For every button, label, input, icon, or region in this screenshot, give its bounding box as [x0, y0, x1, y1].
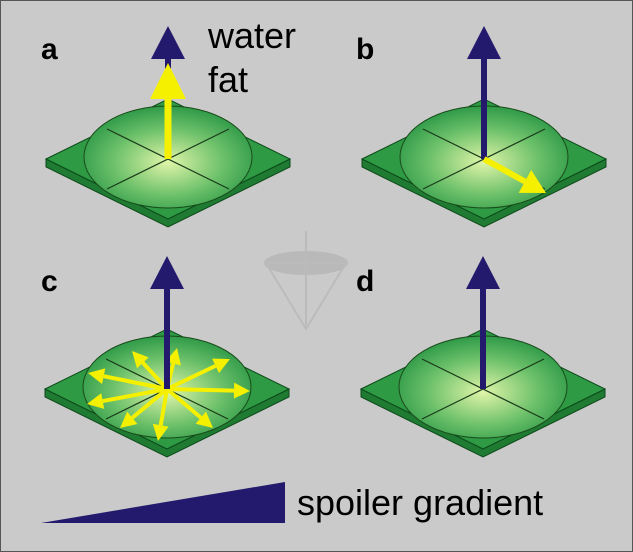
fat-arrow-shaft [482, 156, 527, 185]
spoiler-gradient-label: spoiler gradient [297, 482, 543, 523]
panel-c [43, 256, 291, 458]
legend-water: water [207, 15, 296, 56]
fat-arrow [165, 387, 213, 428]
panel-a [44, 26, 292, 228]
fat-arrow-shaft [165, 387, 203, 420]
fat-arrow-head [132, 351, 149, 369]
panel-label-a: a [41, 33, 58, 66]
water-arrow [150, 256, 184, 389]
fat-arrow [166, 382, 250, 399]
fat-arrow-shaft [166, 364, 217, 391]
fat-arrow-shaft [141, 361, 169, 391]
water-arrow [466, 256, 500, 389]
panel-b [360, 26, 608, 228]
panel-label-c: c [41, 265, 58, 298]
fat-arrow [166, 358, 230, 391]
fat-arrow-head [150, 63, 186, 99]
fat-arrow [132, 351, 169, 391]
watermark-icon [264, 231, 348, 331]
fat-arrow-shaft [102, 387, 168, 404]
water-arrow [467, 26, 501, 159]
fat-arrow-head [120, 411, 138, 428]
fat-arrow [152, 388, 169, 441]
fat-arrow [87, 387, 168, 409]
fat-arrow-head [518, 170, 546, 193]
fat-arrow-head [87, 393, 105, 409]
water-arrow-head [150, 256, 184, 289]
water-arrow-head [466, 256, 500, 289]
water-arrow-head [151, 26, 185, 59]
panel-label-b: b [356, 33, 374, 66]
fat-arrow-shaft [131, 387, 169, 420]
fat-arrow-shaft [166, 387, 235, 393]
fat-arrow [482, 156, 546, 193]
legend-fat: fat [208, 59, 248, 100]
fat-arrow-head [88, 368, 106, 385]
water-arrow-head [467, 26, 501, 59]
fat-arrow [150, 63, 186, 159]
fat-arrow-head [233, 382, 250, 399]
spoiler-gradient-ramp [41, 482, 285, 523]
fat-arrow-head [212, 358, 230, 374]
fat-arrow-head [195, 411, 213, 428]
fat-arrow-head [152, 423, 169, 441]
panel-d [359, 256, 607, 458]
fat-arrow-shaft [103, 374, 168, 391]
panel-label-d: d [356, 265, 374, 298]
fat-arrow [120, 387, 169, 428]
fat-arrow-shaft [158, 388, 169, 426]
fat-arrow [88, 368, 168, 391]
